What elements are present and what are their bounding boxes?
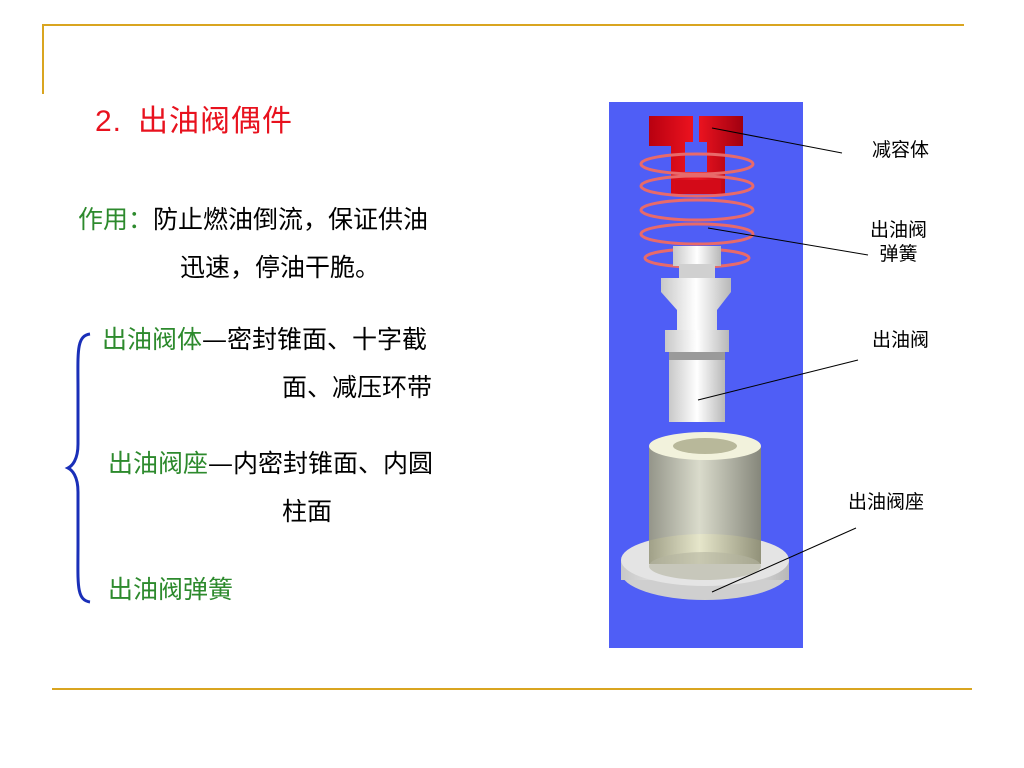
item-valve-body-desc-2: 面、减压环带 — [282, 373, 433, 402]
callout-volume-reducer-text: 减容体 — [872, 139, 930, 161]
item-valve-spring-name: 出油阀弹簧 — [108, 575, 234, 604]
callout-valve-spring-line-1: 出油阀 — [870, 219, 928, 241]
frame-top-line — [42, 24, 964, 26]
slide-title: 2. 出油阀偶件 — [95, 96, 293, 140]
title-text: 出油阀偶件 — [138, 104, 294, 139]
item-valve-spring: 出油阀弹簧 — [108, 566, 233, 614]
item-valve-seat-name: 出油阀座 — [108, 449, 209, 478]
item-valve-body-dash: — — [202, 325, 228, 354]
title-number: 2. — [95, 105, 123, 138]
item-valve-body-name: 出油阀体 — [102, 325, 203, 354]
callout-valve-seat-text: 出油阀座 — [848, 491, 925, 513]
item-valve-seat-dash: — — [208, 449, 234, 478]
item-valve-body: 出油阀体—密封锥面、十字截 面、减压环带 — [102, 316, 432, 412]
curly-brace — [64, 332, 91, 604]
callout-delivery-valve: 出油阀 — [872, 328, 929, 352]
item-valve-seat: 出油阀座—内密封锥面、内圆 柱面 — [108, 440, 433, 536]
item-valve-seat-desc-1: 内密封锥面、内圆 — [233, 449, 434, 478]
usage-paragraph: 作用：防止燃油倒流，保证供油 迅速，停油干脆。 — [78, 196, 428, 292]
valve-seat-part — [621, 432, 789, 600]
valve-assembly-image — [609, 102, 803, 648]
callout-valve-spring: 出油阀 弹簧 — [870, 218, 927, 266]
usage-line-1: 防止燃油倒流，保证供油 — [153, 205, 429, 234]
callout-volume-reducer: 减容体 — [872, 138, 929, 162]
valve-assembly-drawing — [621, 116, 789, 600]
callout-valve-seat: 出油阀座 — [848, 490, 924, 514]
usage-label: 作用： — [78, 205, 154, 234]
delivery-valve-part — [661, 246, 731, 422]
usage-line-2: 迅速，停油干脆。 — [180, 253, 381, 282]
callout-delivery-valve-text: 出油阀 — [872, 329, 930, 351]
frame-bottom-line — [52, 688, 972, 690]
frame-left-line — [42, 24, 44, 94]
item-valve-seat-desc-2: 柱面 — [282, 497, 333, 526]
item-valve-body-desc-1: 密封锥面、十字截 — [227, 325, 428, 354]
callout-valve-spring-line-2: 弹簧 — [879, 243, 918, 265]
